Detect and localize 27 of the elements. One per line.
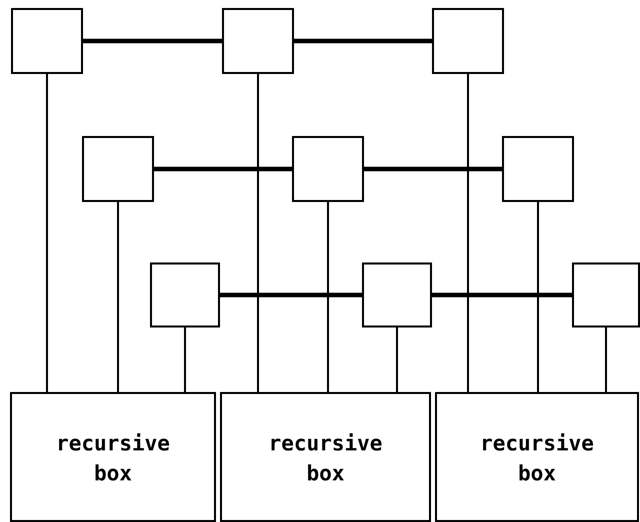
connector-line — [154, 166, 292, 172]
connector-line — [257, 74, 259, 392]
small-box — [292, 136, 364, 202]
small-box — [11, 8, 83, 74]
connector-line — [537, 202, 539, 392]
connector-line — [364, 166, 502, 172]
recursive-box: recursive box — [220, 392, 431, 522]
connector-line — [294, 38, 432, 44]
connector-line — [117, 202, 119, 392]
connector-line — [184, 328, 186, 392]
small-box — [82, 136, 154, 202]
connector-line — [396, 328, 398, 392]
connector-line — [220, 292, 362, 298]
connector-line — [83, 38, 222, 44]
connector-line — [432, 292, 572, 298]
small-box — [502, 136, 574, 202]
connector-line — [46, 74, 48, 392]
small-box — [150, 262, 220, 328]
connector-line — [467, 74, 469, 392]
connector-line — [605, 328, 607, 392]
small-box — [572, 262, 640, 328]
recursive-box: recursive box — [435, 392, 639, 522]
connector-line — [327, 202, 329, 392]
small-box — [362, 262, 432, 328]
small-box — [432, 8, 504, 74]
small-box — [222, 8, 294, 74]
recursive-box: recursive box — [10, 392, 216, 522]
